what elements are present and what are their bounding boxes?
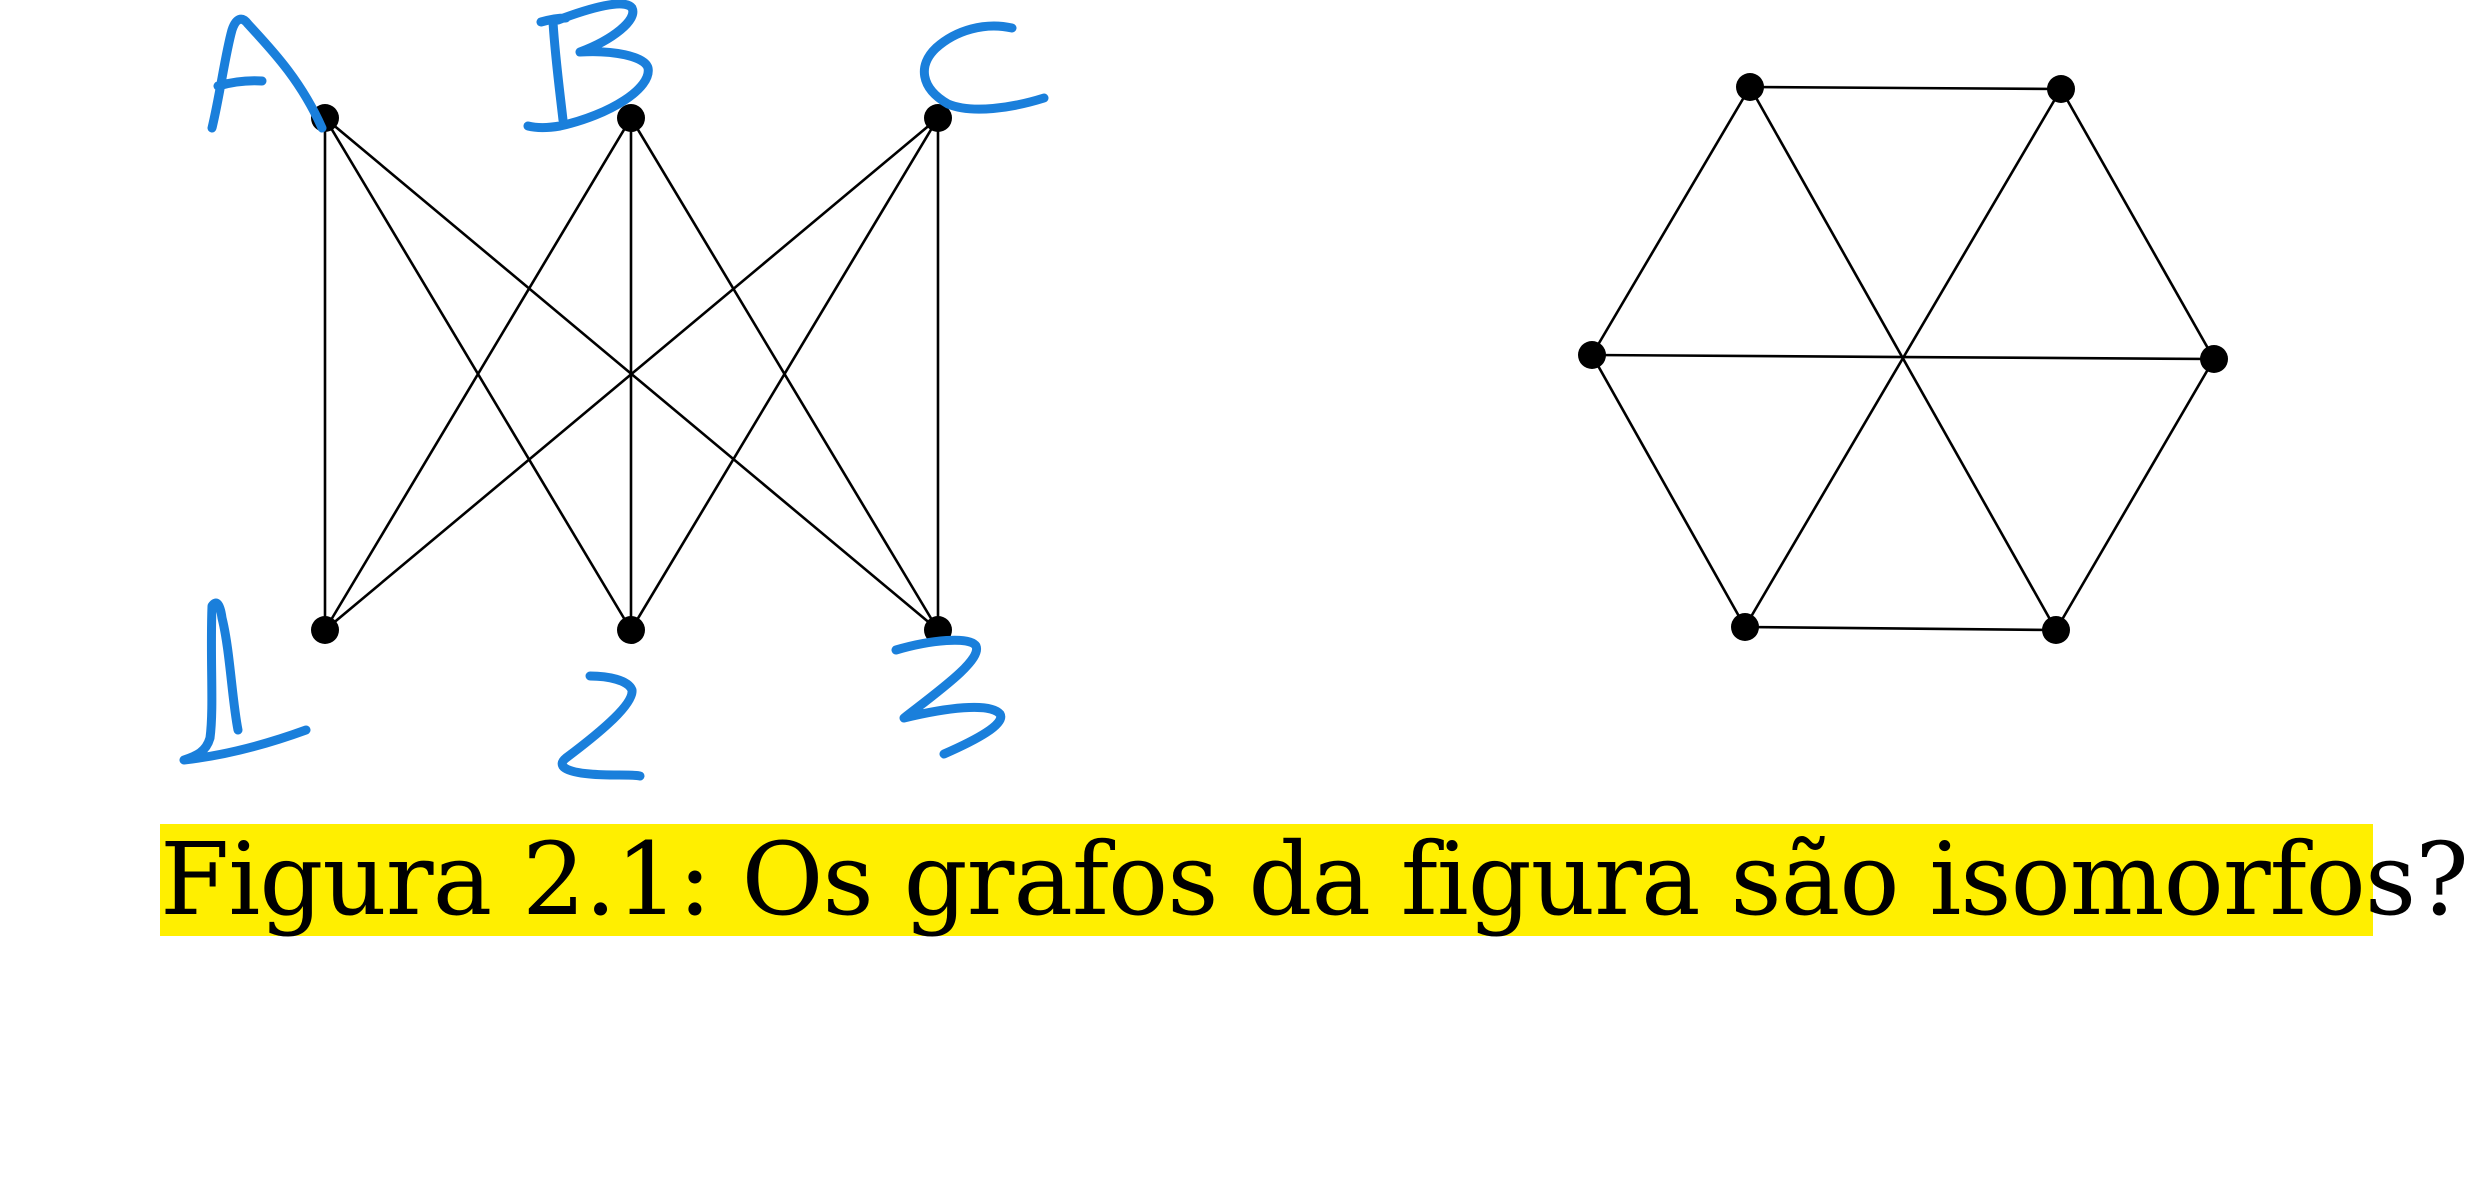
node-h1: [2047, 75, 2075, 103]
node-C: [924, 104, 952, 132]
node-h5: [1578, 341, 1606, 369]
right-graph-edges: [1590, 85, 2216, 632]
figure-caption: Figura 2.1: Os grafos da figura são isom…: [160, 821, 2469, 938]
handwritten-label-C: [919, 21, 1049, 114]
edge-h4-h5: [1590, 354, 1747, 628]
node-h2: [2200, 345, 2228, 373]
handwritten-label-3: [891, 635, 1006, 759]
edge-h3-h4: [1744, 625, 2057, 632]
edge-B-1: [323, 117, 633, 631]
edge-C-1: [324, 117, 939, 631]
handwritten-label-A: [207, 14, 327, 133]
node-h0: [1736, 73, 1764, 101]
node-B: [617, 104, 645, 132]
node-2: [617, 616, 645, 644]
handwritten-labels: [179, 0, 1049, 781]
edge-h0-h1: [1749, 85, 2062, 91]
handwritten-label-2: [557, 671, 645, 781]
handwritten-label-1: [179, 598, 311, 765]
node-h4: [1731, 613, 1759, 641]
edge-h1-h2: [2059, 88, 2216, 360]
edge-h2-h5: [1591, 353, 2215, 361]
caption-highlight: Figura 2.1: Os grafos da figura são isom…: [160, 821, 2469, 938]
node-h3: [2042, 616, 2070, 644]
edge-h5-h0: [1590, 86, 1752, 356]
handwritten-label-B: [523, 0, 653, 132]
edge-C-2: [629, 117, 940, 631]
node-1: [311, 616, 339, 644]
right-graph-nodes: [1578, 73, 2228, 644]
left-graph: [179, 0, 1049, 781]
right-graph: [1578, 73, 2228, 644]
left-graph-edges: [323, 117, 940, 631]
edge-h2-h3: [2054, 358, 2216, 631]
